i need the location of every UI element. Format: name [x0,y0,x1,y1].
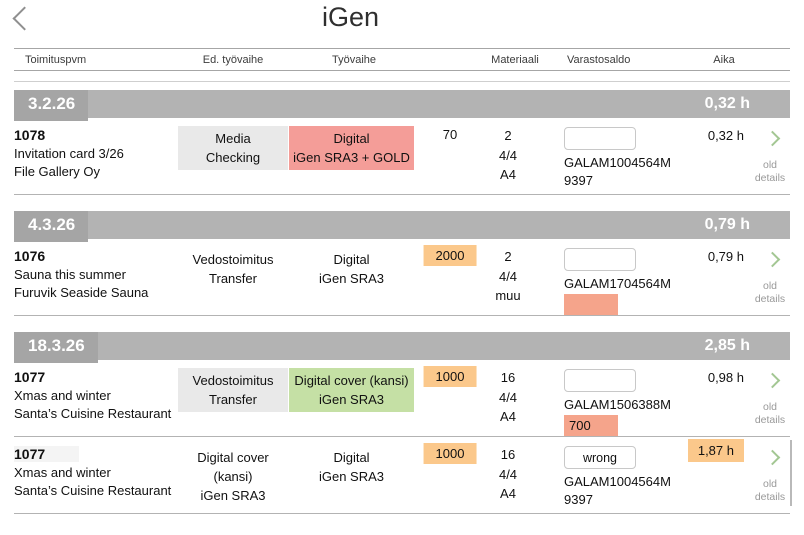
column-header-toimituspvm: Toimituspvm [25,54,87,66]
date-group: 18.3.26 2,85 h 1077 Xmas and winter Sant… [0,332,804,514]
stock-column: GALAM1004564M 9397 [564,446,704,508]
time-cell: 1,87 h [687,439,744,462]
job-customer: File Gallery Oy [14,164,100,179]
quantity: 70 [442,127,458,142]
chevron-right-icon[interactable] [764,130,781,147]
stock-balance: 9397 [564,173,593,188]
group-header: 18.3.26 2,85 h [14,332,790,363]
group-total-time: 0,79 h [704,216,750,233]
job-row: 1077 Xmas and winter Santa’s Cuisine Res… [14,360,790,437]
stock-balance: 700 [564,415,618,436]
stock-balance: 9397 [564,492,593,507]
job-name: Xmas and winter [14,465,111,480]
time-cell: 0,98 h [708,370,744,385]
header-divider [14,81,790,82]
previous-phase-box: Digital cover (kansi)iGen SRA3 [197,450,269,503]
old-details-link[interactable]: old details [754,478,786,503]
stock-column: GALAM1506388M 700 [564,369,704,436]
column-header-ed-tyovaihe: Ed. työvaihe [202,54,264,66]
column-header-materiaali: Materiaali [491,54,539,66]
page-title: iGen [322,2,380,32]
job-row: 1076 Sauna this summer Furuvik Seaside S… [14,239,790,316]
material-code: GALAM1004564M [564,155,671,170]
work-phase-box: Digital cover (kansi)iGen SRA3 [289,368,414,412]
job-row: 1077 Xmas and winter Santa’s Cuisine Res… [14,437,790,514]
group-date: 3.2.26 [14,90,89,121]
job-info: 1077 Xmas and winter Santa’s Cuisine Res… [14,368,179,423]
group-header: 3.2.26 0,32 h [14,90,790,121]
job-list: 3.2.26 0,32 h 1078 Invitation card 3/26 … [0,90,804,514]
column-header-varastosaldo: Varastosaldo [567,54,631,66]
job-name: Invitation card 3/26 [14,146,124,161]
time-cell: 0,79 h [708,249,744,264]
stock-input[interactable] [564,127,636,150]
time-cell: 0,32 h [708,128,744,143]
time-value: 1,87 h [687,439,744,462]
stock-input[interactable] [564,369,636,392]
job-number: 1076 [14,248,46,264]
old-details-link[interactable]: old details [754,159,786,184]
group-total-time: 0,32 h [704,95,750,112]
column-header-aika: Aika [713,54,735,66]
time-value: 0,79 h [707,249,744,264]
job-info: 1078 Invitation card 3/26 File Gallery O… [14,126,179,181]
back-chevron-icon[interactable] [12,6,37,31]
stock-input[interactable] [564,446,636,469]
chevron-right-icon[interactable] [764,372,781,389]
column-header-tyovaihe: Työvaihe [331,54,377,66]
group-header: 4.3.26 0,79 h [14,211,790,242]
group-total-time: 2,85 h [704,337,750,354]
job-number: 1077 [14,369,46,385]
material-code: GALAM1704564M [564,276,671,291]
job-name: Sauna this summer [14,267,126,282]
quantity: 1000 [423,443,477,464]
material-code: GALAM1004564M [564,474,671,489]
group-date: 4.3.26 [14,211,89,242]
stock-column: GALAM1704564M [564,248,704,315]
material-code: GALAM1506388M [564,397,671,412]
date-group: 3.2.26 0,32 h 1078 Invitation card 3/26 … [0,90,804,195]
job-info: 1076 Sauna this summer Furuvik Seaside S… [14,247,179,302]
old-details-link[interactable]: old details [754,280,786,305]
time-value: 0,98 h [707,370,744,385]
job-number: 1078 [14,127,46,143]
job-row: 1078 Invitation card 3/26 File Gallery O… [14,118,790,195]
quantity: 1000 [423,366,477,387]
group-date: 18.3.26 [14,332,98,363]
stock-input[interactable] [564,248,636,271]
stock-balance [564,294,618,315]
job-customer: Santa’s Cuisine Restaurant [14,406,172,421]
column-headers: Toimituspvm Ed. työvaihe Työvaihe Materiaal… [14,48,790,71]
job-info: 1077 Xmas and winter Santa’s Cuisine Res… [14,445,179,500]
time-value: 0,32 h [707,128,744,143]
quantity: 2000 [423,245,477,266]
date-group: 4.3.26 0,79 h 1076 Sauna this summer Fur… [0,211,804,316]
chevron-right-icon[interactable] [764,251,781,268]
job-name: Xmas and winter [14,388,111,403]
stock-column: GALAM1004564M 9397 [564,127,704,189]
chevron-right-icon[interactable] [764,449,781,466]
scrollbar[interactable] [790,440,792,506]
job-customer: Furuvik Seaside Sauna [14,285,149,300]
job-number: 1077 [14,446,80,462]
job-customer: Santa’s Cuisine Restaurant [14,483,172,498]
old-details-link[interactable]: old details [754,401,786,426]
